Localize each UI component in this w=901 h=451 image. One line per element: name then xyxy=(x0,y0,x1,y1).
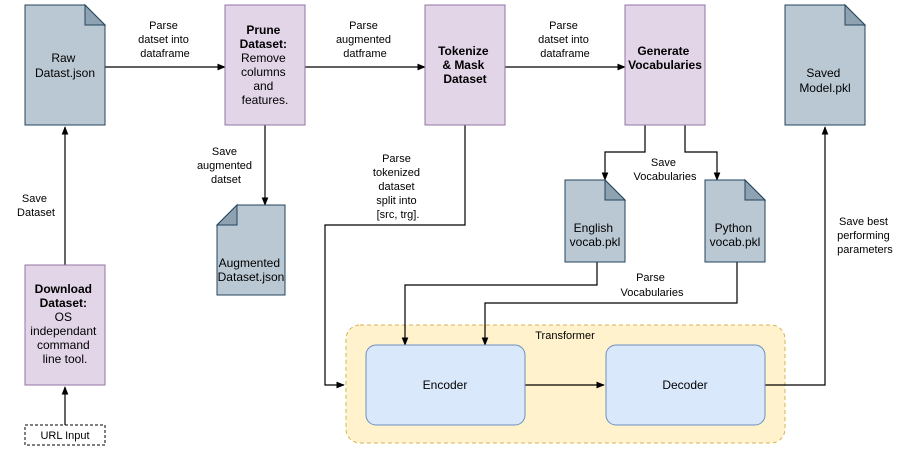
saved-model-label: Saved Model.pkl xyxy=(799,66,850,95)
raw-dataset-label: Raw Datast.json xyxy=(35,51,95,80)
label-save-vocabularies: Save Vocabularies xyxy=(634,157,697,183)
augmented-dataset-document: Augmented Dataset.json xyxy=(215,203,286,296)
generate-vocabularies-process: Generate Vocabularies xyxy=(624,4,706,126)
prune-dataset-label: Prune Dataset: Remove columns and featur… xyxy=(240,23,291,107)
tokenize-label: Tokenize & Mask Dataset xyxy=(438,44,492,86)
label-parse-vocabularies: Parse Vocabularies xyxy=(621,272,684,299)
edges xyxy=(61,63,829,425)
label-parse-into-dataframe: Parse datset into dataframe xyxy=(138,20,192,60)
label-save-augmented: Save augmented datset xyxy=(197,146,255,186)
generate-vocabularies-label: Generate Vocabularies xyxy=(628,44,702,72)
label-save-dataset: Save Dataset xyxy=(17,193,55,219)
edge-decoder-to-saved-model xyxy=(765,126,829,386)
python-vocab-label: Python vocab.pkl xyxy=(710,221,761,249)
raw-dataset-document: Raw Datast.json xyxy=(24,3,107,126)
python-vocab-document: Python vocab.pkl xyxy=(704,178,767,263)
edge-generate-to-english xyxy=(601,125,646,181)
prune-dataset-process: Prune Dataset: Remove columns and featur… xyxy=(224,4,306,126)
label-parse-augmented: Parse augmented datframe xyxy=(336,20,394,60)
augmented-dataset-label: Augmented Dataset.json xyxy=(218,256,285,284)
label-parse-into-dataframe-2: Parse datset into dataframe xyxy=(538,20,592,60)
label-save-best: Save best performing parameters xyxy=(837,216,893,256)
edge-tokenize-to-encoder xyxy=(324,125,466,389)
tokenize-process: Tokenize & Mask Dataset xyxy=(424,4,506,126)
edge-generate-to-python xyxy=(684,125,721,181)
download-dataset-label: Download Dataset: OS independant command… xyxy=(30,282,99,366)
download-dataset-process: Download Dataset: OS independant command… xyxy=(24,264,106,386)
label-parse-tokenized: Parse tokenized dataset split into [src,… xyxy=(373,153,423,221)
url-input-label: URL Input xyxy=(40,430,89,442)
url-input-box: URL Input xyxy=(24,424,106,446)
english-vocab-document: English vocab.pkl xyxy=(564,178,627,263)
transformer-group-label: Transformer xyxy=(535,330,595,342)
decoder-block: Decoder xyxy=(605,344,766,426)
edge-labels: Parse datset into dataframe Parse augmen… xyxy=(17,20,893,299)
decoder-label: Decoder xyxy=(662,378,707,392)
edge-english-to-encoder xyxy=(401,262,598,346)
english-vocab-label: English vocab.pkl xyxy=(570,221,621,249)
saved-model-document: Saved Model.pkl xyxy=(784,3,867,126)
edge-python-to-encoder xyxy=(481,262,738,346)
encoder-label: Encoder xyxy=(423,378,468,392)
encoder-block: Encoder xyxy=(365,344,526,426)
